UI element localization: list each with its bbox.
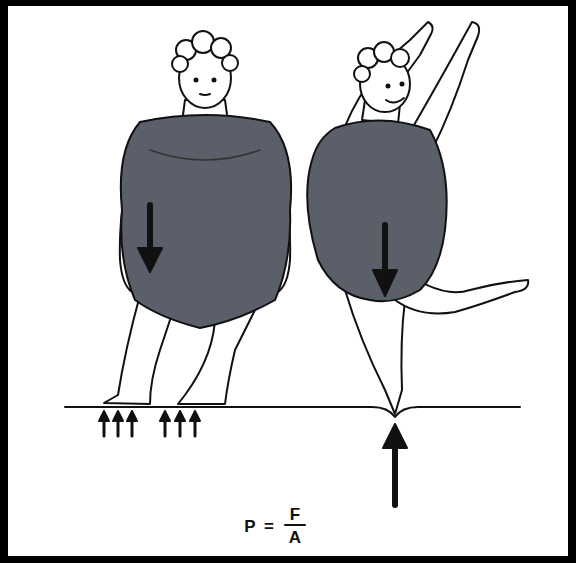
- support-arrows: [99, 411, 200, 436]
- formula-symbol: P: [244, 518, 255, 535]
- tiptoe-woman: [307, 22, 528, 414]
- formula-operator: =: [264, 518, 274, 535]
- standing-woman: [104, 31, 291, 404]
- fraction-bar: [285, 524, 305, 526]
- formula-denominator: A: [289, 529, 301, 546]
- support-arrow-large: [383, 424, 407, 505]
- formula-numerator: F: [290, 506, 300, 523]
- paper-ground: [8, 6, 568, 556]
